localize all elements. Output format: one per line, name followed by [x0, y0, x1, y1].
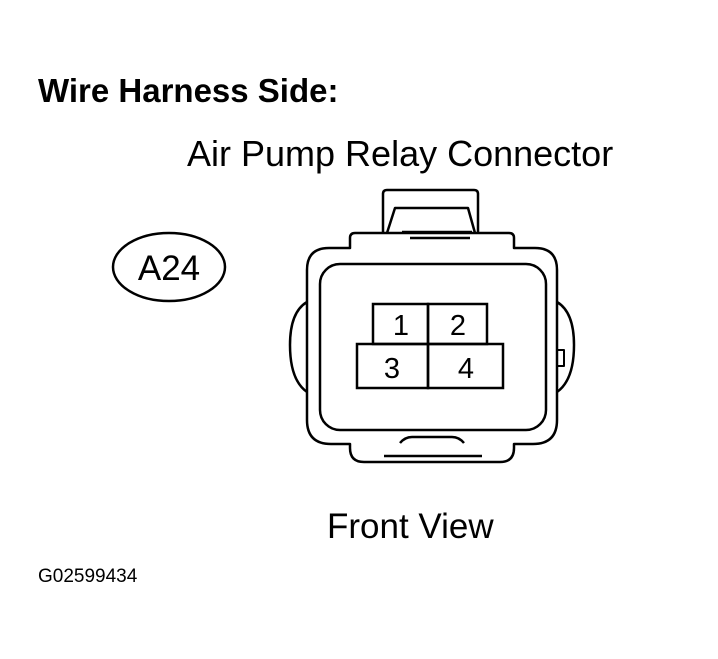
- top-latch-detail: [385, 206, 477, 234]
- top-latch: [381, 188, 480, 233]
- pin-number: 3: [384, 353, 400, 385]
- left-flange: [288, 300, 308, 394]
- pin-number: 2: [450, 310, 466, 342]
- pin-number: 1: [393, 310, 409, 342]
- pin-number: 4: [458, 353, 474, 385]
- right-flange: [556, 300, 576, 394]
- connector-id-label: A24: [138, 249, 200, 288]
- right-key: [556, 349, 565, 367]
- outer-shell: [305, 231, 559, 464]
- inner-housing: [318, 262, 548, 432]
- pin-cavity-4: [426, 342, 505, 390]
- connector-name: Air Pump Relay Connector: [187, 133, 614, 174]
- figure-code: G02599434: [38, 566, 138, 587]
- pin-numbers: 1 2 3 4: [384, 310, 474, 385]
- bottom-tab: [399, 435, 465, 444]
- connector-id-ellipse: [111, 231, 227, 303]
- view-label: Front View: [327, 507, 494, 546]
- pin-cavities: [355, 302, 505, 390]
- connector-id-badge: A24: [111, 231, 227, 303]
- connector-body: [288, 188, 576, 464]
- heading: Wire Harness Side:: [38, 72, 339, 109]
